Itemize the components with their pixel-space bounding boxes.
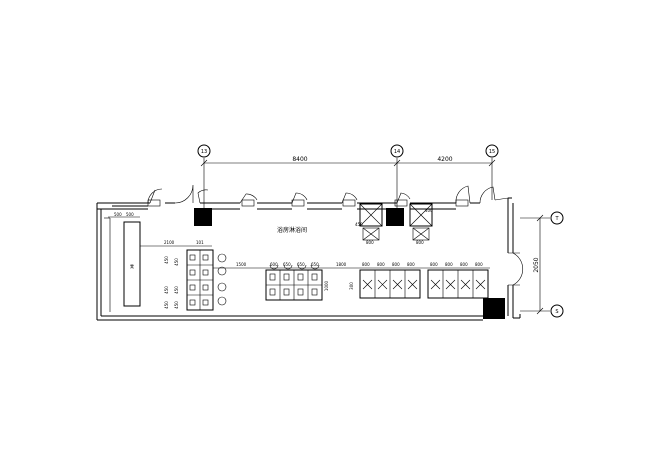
long-bench	[104, 217, 141, 312]
dim-101: 101	[196, 240, 204, 245]
svg-text:15: 15	[489, 149, 495, 155]
svg-text:800: 800	[377, 262, 385, 267]
chairs-left	[217, 253, 227, 306]
right-dimension-line	[520, 214, 550, 315]
column-13	[194, 208, 212, 226]
dim-2100: 2100	[164, 240, 175, 245]
dim-small-3: 650	[311, 262, 319, 267]
dim-small-2: 650	[297, 262, 305, 267]
shower-unit-right	[409, 203, 433, 241]
dim-1500: 1500	[236, 262, 247, 267]
grid-bubble-S: S	[550, 304, 564, 318]
dim-450-row-0: 450	[164, 256, 169, 264]
room-title: 浴房淋浴间	[277, 226, 307, 234]
svg-text:800: 800	[430, 262, 438, 267]
grid-bubble-14: 14	[390, 144, 404, 158]
svg-text:800: 800	[362, 262, 370, 267]
grid-bubble-15: 15	[485, 144, 499, 158]
dim-1800: 1800	[336, 262, 347, 267]
locker-grid	[186, 249, 214, 311]
svg-text:800: 800	[445, 262, 453, 267]
span-label-2050: 2050	[533, 257, 540, 272]
span-label-8400: 8400	[292, 156, 307, 163]
top-dimension-line	[200, 158, 496, 210]
column-14	[386, 208, 404, 226]
svg-text:800: 800	[407, 262, 415, 267]
svg-text:S: S	[555, 309, 558, 315]
outer-walls	[96, 197, 521, 321]
dim-500a: 500	[114, 212, 122, 217]
svg-text:800: 800	[475, 262, 483, 267]
svg-text:13: 13	[201, 149, 207, 155]
dim-450-col-1: 450	[174, 286, 179, 294]
grid-bubble-T: T	[550, 211, 564, 225]
dim-800a: 800	[366, 240, 374, 245]
dim-450-row-2: 450	[164, 301, 169, 309]
dim-300: 300	[349, 282, 354, 290]
dim-450c: 450	[355, 222, 363, 227]
dim-450-col-0: 450	[174, 258, 179, 266]
svg-text:14: 14	[394, 149, 400, 155]
dim-500b: 500	[126, 212, 134, 217]
dim-400: 400	[425, 208, 433, 213]
right-row-dims: 800 800 800 800 800 800 800 800	[362, 262, 483, 267]
svg-text:800: 800	[460, 262, 468, 267]
window-frames	[147, 199, 469, 207]
svg-text:T: T	[554, 216, 559, 222]
dim-450-col-2: 450	[174, 301, 179, 309]
top-wall-windows	[112, 202, 480, 210]
span-label-4200: 4200	[437, 156, 452, 163]
column-15	[483, 298, 505, 319]
shower-row-right	[427, 269, 489, 299]
door-swings	[147, 184, 509, 204]
dim-800b: 800	[416, 240, 424, 245]
dim-small-1: 650	[283, 262, 291, 267]
wash-stations	[265, 264, 323, 301]
dim-1000: 1000	[324, 280, 329, 291]
shower-unit-left	[359, 203, 383, 241]
dim-450-row-1: 450	[164, 286, 169, 294]
right-side-door	[508, 252, 524, 286]
svg-text:800: 800	[392, 262, 400, 267]
bench-label: 凳	[130, 263, 134, 269]
grid-bubble-13: 13	[197, 144, 211, 158]
shower-row-left	[359, 269, 421, 299]
dim-small-0: 600	[270, 262, 278, 267]
